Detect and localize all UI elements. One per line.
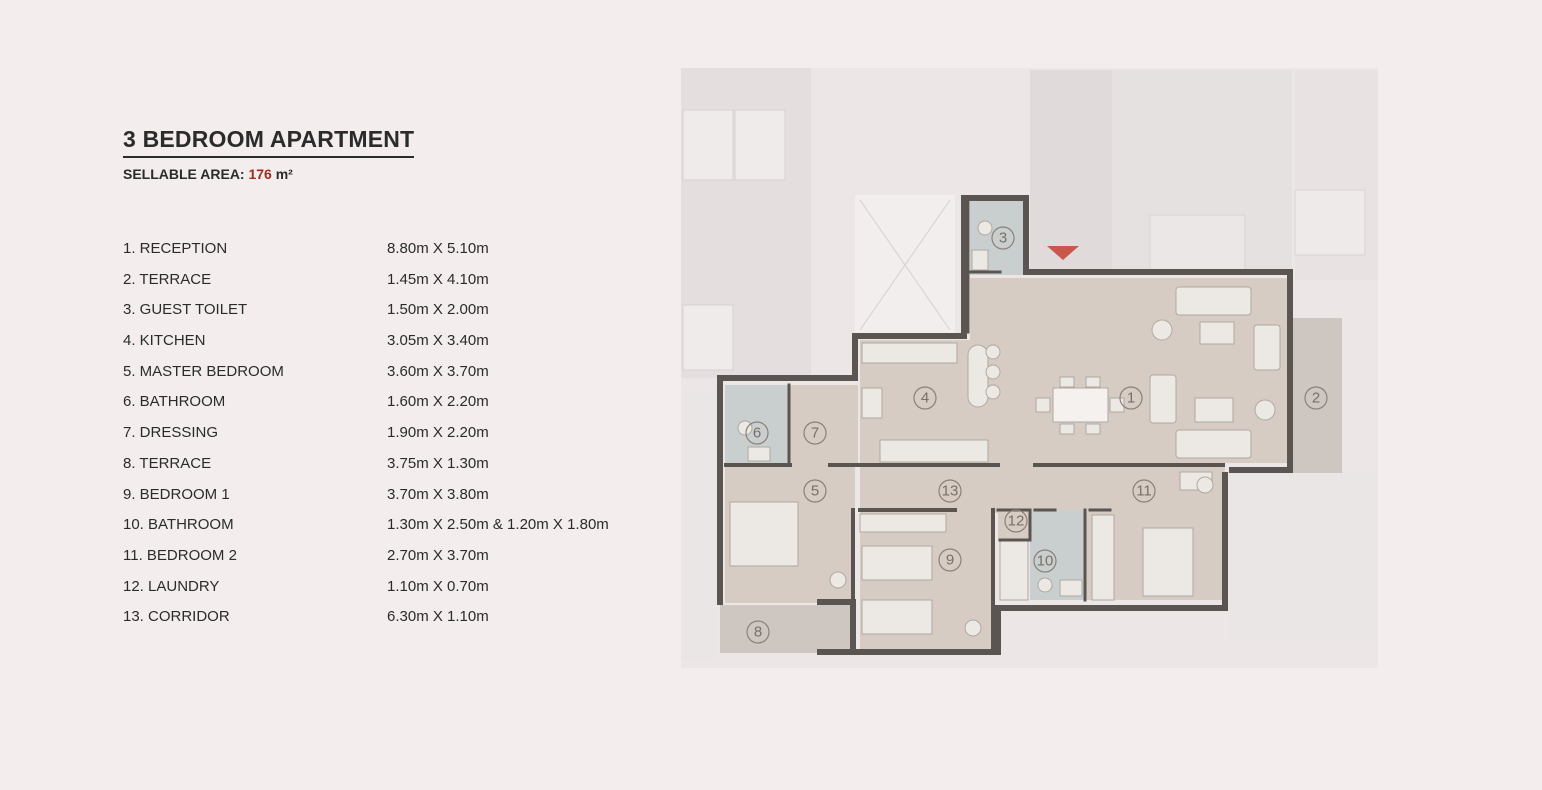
room-number: 9 xyxy=(946,552,954,569)
room-number: 10 xyxy=(1037,553,1054,570)
room-number: 7 xyxy=(811,425,819,442)
room-row: 3. GUEST TOILET 1.50m X 2.00m xyxy=(123,301,643,332)
room-name: 2. TERRACE xyxy=(123,270,212,288)
room-number-markers: 1 2 3 4 5 6 7 8 9 10 11 12 13 xyxy=(745,226,1328,644)
room-name: 11. BEDROOM 2 xyxy=(123,546,237,564)
room-number: 8 xyxy=(754,624,762,641)
room-number: 2 xyxy=(1312,390,1320,407)
sellable-area: SELLABLE AREA: 176 m² xyxy=(123,166,293,182)
room-dimensions: 3.75m X 1.30m xyxy=(387,454,489,472)
room-number: 12 xyxy=(1008,513,1025,530)
room-row: 13. CORRIDOR 6.30m X 1.10m xyxy=(123,608,643,639)
room-row: 12. LAUNDRY 1.10m X 0.70m xyxy=(123,578,643,609)
room-name: 5. MASTER BEDROOM xyxy=(123,362,284,380)
room-number: 13 xyxy=(942,483,959,500)
room-name: 8. TERRACE xyxy=(123,454,212,472)
area-label: SELLABLE AREA: xyxy=(123,166,245,182)
room-row: 10. BATHROOM 1.30m X 2.50m & 1.20m X 1.80… xyxy=(123,516,643,547)
area-unit: m² xyxy=(275,166,293,182)
room-list: 1. RECEPTION 8.80m X 5.10m 2. TERRACE 1.45… xyxy=(123,240,643,639)
room-number: 5 xyxy=(811,483,819,500)
floor-plan: 1 2 3 4 5 6 7 8 9 10 11 12 13 xyxy=(681,68,1378,670)
room-row: 2. TERRACE 1.45m X 4.10m xyxy=(123,271,643,302)
room-name: 12. LAUNDRY xyxy=(123,577,220,595)
room-name: 3. GUEST TOILET xyxy=(123,301,248,319)
room-row: 11. BEDROOM 2 2.70m X 3.70m xyxy=(123,547,643,578)
room-row: 4. KITCHEN 3.05m X 3.40m xyxy=(123,332,643,363)
room-row: 6. BATHROOM 1.60m X 2.20m xyxy=(123,393,643,424)
room-dimensions: 1.50m X 2.00m xyxy=(387,301,489,319)
room-row: 9. BEDROOM 1 3.70m X 3.80m xyxy=(123,486,643,517)
room-name: 9. BEDROOM 1 xyxy=(123,485,230,503)
room-number: 1 xyxy=(1127,390,1135,407)
room-name: 6. BATHROOM xyxy=(123,393,226,411)
room-number: 3 xyxy=(999,230,1007,247)
area-value: 176 xyxy=(248,166,272,182)
room-name: 1. RECEPTION xyxy=(123,240,228,257)
room-dimensions: 3.05m X 3.40m xyxy=(387,332,489,350)
room-dimensions: 1.30m X 2.50m & 1.20m X 1.80m xyxy=(387,516,609,534)
room-name: 4. KITCHEN xyxy=(123,332,206,350)
room-row: 8. TERRACE 3.75m X 1.30m xyxy=(123,455,643,486)
room-number: 11 xyxy=(1136,483,1152,500)
room-row: 7. DRESSING 1.90m X 2.20m xyxy=(123,424,643,455)
entrance-arrow-icon xyxy=(1047,246,1079,260)
room-dimensions: 1.90m X 2.20m xyxy=(387,424,489,442)
room-name: 10. BATHROOM xyxy=(123,516,234,534)
walls xyxy=(717,195,1293,655)
room-dimensions: 1.10m X 0.70m xyxy=(387,577,489,595)
room-number: 6 xyxy=(753,425,761,442)
room-name: 13. CORRIDOR xyxy=(123,608,230,626)
room-row: 1. RECEPTION 8.80m X 5.10m xyxy=(123,240,643,271)
room-dimensions: 1.45m X 4.10m xyxy=(387,270,489,288)
room-number: 4 xyxy=(921,390,929,407)
page-title: 3 BEDROOM APARTMENT xyxy=(123,126,415,158)
room-dimensions: 3.70m X 3.80m xyxy=(387,485,489,503)
room-dimensions: 3.60m X 3.70m xyxy=(387,362,489,380)
room-dimensions: 6.30m X 1.10m xyxy=(387,608,489,626)
floor-plan-drawing: 1 2 3 4 5 6 7 8 9 10 11 12 13 xyxy=(681,68,1378,668)
room-row: 5. MASTER BEDROOM 3.60m X 3.70m xyxy=(123,363,643,394)
room-dimensions: 1.60m X 2.20m xyxy=(387,393,489,411)
room-dimensions: 8.80m X 5.10m xyxy=(387,240,489,257)
room-dimensions: 2.70m X 3.70m xyxy=(387,546,489,564)
room-name: 7. DRESSING xyxy=(123,424,219,442)
furniture xyxy=(729,220,1281,637)
